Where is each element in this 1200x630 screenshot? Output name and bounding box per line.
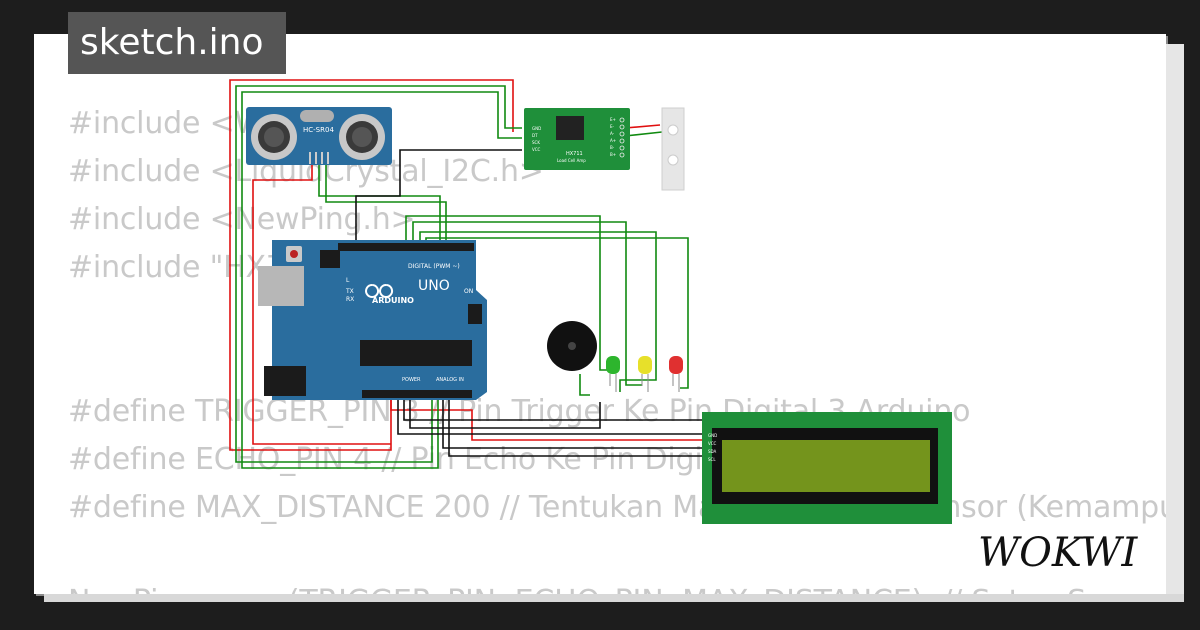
led-red[interactable] (669, 356, 683, 392)
hx711-subtitle: Load Cell Amp (557, 158, 586, 163)
code-line: NewPing sonar(TRIGGER_PIN, ECHO_PIN, MAX… (68, 584, 1153, 594)
arduino-analog-label: ANALOG IN (436, 377, 464, 383)
arduino-rx-label: RX (346, 296, 354, 303)
hx711-pin: SCK (532, 140, 540, 145)
wire-green (405, 215, 612, 371)
hx711-pin: DT (532, 133, 538, 138)
sketch-title-tab: sketch.ino (68, 12, 286, 74)
wire-black (397, 397, 706, 435)
hx711-pin: E+ (610, 117, 616, 122)
lcd-pin: SDA (708, 449, 717, 454)
hx711-pin: A- (610, 131, 615, 136)
wire-red (252, 162, 391, 445)
wire-green (235, 85, 522, 463)
hx711-board[interactable]: HX711 Load Cell Amp GND DT SCK VCC E+ E-… (524, 108, 630, 170)
wire-red (624, 124, 661, 129)
hx711-pin: B+ (610, 152, 616, 157)
wire-green (318, 162, 441, 246)
bottom-gutter (44, 594, 1184, 602)
lcd-display[interactable]: GND VCC SDA SCL (702, 412, 952, 524)
code-line: #include <NewPing.h> (68, 202, 416, 237)
arduino-uno[interactable]: DIGITAL (PWM ~) UNO ARDUINO ON TX RX L P… (258, 240, 487, 400)
wire-red (390, 397, 706, 441)
hx711-pin: A+ (610, 138, 616, 143)
arduino-digital-label: DIGITAL (PWM ~) (408, 263, 460, 270)
ultrasonic-label: HC-SR04 (303, 126, 334, 134)
wire-green (419, 231, 657, 392)
lcd-pin: SCL (708, 457, 716, 462)
wire-black (448, 398, 706, 457)
arduino-on-label: ON (464, 288, 473, 295)
arduino-tx-label: TX (345, 288, 354, 295)
hx711-pin: B- (610, 145, 615, 150)
lcd-pin: GND (708, 433, 717, 438)
buzzer[interactable] (547, 321, 597, 371)
arduino-model: UNO (418, 278, 450, 294)
wire-red (229, 79, 514, 451)
right-gutter (1166, 44, 1184, 600)
wire-black (442, 398, 706, 449)
wire-black (355, 149, 522, 246)
wokwi-logo: WOKWI (974, 522, 1154, 586)
lcd-pin: VCC (708, 441, 717, 446)
wire-black (409, 397, 601, 429)
arduino-l-label: L (346, 277, 350, 284)
hx711-pin: VCC (532, 147, 541, 152)
led-yellow[interactable] (638, 356, 652, 392)
wokwi-wordmark: WOKWI (978, 530, 1138, 576)
arduino-brand: ARDUINO (372, 296, 414, 305)
wire-green (241, 91, 522, 469)
arduino-power-label: POWER (402, 377, 421, 383)
wire-green (579, 374, 590, 396)
hx711-pin: E- (610, 124, 615, 129)
load-cell[interactable] (661, 107, 685, 191)
ultrasonic-sensor[interactable]: HC-SR04 (246, 107, 392, 165)
led-green[interactable] (606, 356, 620, 392)
hx711-title: HX711 (566, 151, 583, 157)
wire-green (325, 162, 447, 246)
hx711-pin: GND (532, 126, 541, 131)
wire-green (412, 221, 642, 386)
wire-green (624, 131, 663, 137)
